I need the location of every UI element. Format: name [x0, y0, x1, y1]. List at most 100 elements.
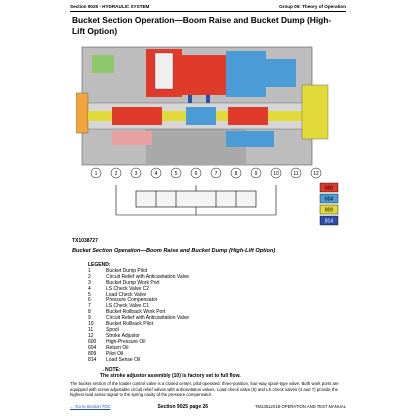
spool-red-land [112, 107, 162, 125]
pilot-chamber [112, 131, 152, 145]
callout-12 [310, 167, 322, 179]
hydraulic-diagram: 1 2 3 4 5 6 7 8 9 10 11 12 600 604 809 8… [76, 46, 339, 226]
note: →NOTE: The stroke adjustor assembly (10)… [100, 367, 241, 379]
callout-5-label: 5 [175, 171, 178, 177]
high-pressure-cavity [182, 55, 234, 95]
callout-8-label: 8 [235, 171, 238, 177]
legend-item-number: 5 [88, 291, 91, 298]
callout-9 [250, 167, 262, 179]
legend-item-label: LS Check Valve C2 [106, 285, 149, 292]
spool-blue-land [186, 107, 216, 125]
key-600-swatch [319, 182, 339, 193]
legend-item-number: 1 [88, 267, 91, 274]
green-port-left [92, 55, 114, 73]
callout-7 [210, 167, 222, 179]
legend-item-label: Spool [106, 326, 119, 333]
callout-1 [90, 167, 102, 179]
right-end-cap [301, 84, 329, 140]
legend-item-label: Load Sense Oil [106, 356, 141, 363]
callout-9-label: 9 [255, 171, 258, 177]
header-rule [70, 11, 346, 12]
page-title: Bucket Section Operation—Boom Raise and … [72, 15, 332, 36]
legend-heading: LEGEND: [88, 262, 111, 268]
key-814-label: 814 [325, 219, 334, 225]
callout-10-label: 10 [273, 171, 279, 177]
legend-item-label: Pilot Oil [106, 350, 124, 357]
legend-item-label: Bucket Rollback Work Port [106, 309, 166, 316]
note-text: The stroke adjustor assembly (10) is fac… [100, 373, 241, 379]
schematic-valve-box [135, 190, 257, 208]
key-809-label: 809 [325, 208, 334, 214]
callout-10 [270, 167, 282, 179]
page-header: Section 9025 - HYDRAULIC SYSTEM Group 05… [70, 4, 346, 9]
callout-2-label: 2 [115, 171, 118, 177]
relief-spring [154, 52, 174, 90]
callout-11-label: 11 [293, 171, 298, 177]
callout-7-label: 7 [215, 171, 218, 177]
page-number: Section 9025 page 26 [157, 404, 209, 410]
callout-11 [290, 167, 302, 179]
legend-item-label: Bucket Dump Pilot [106, 267, 148, 274]
legend-item: 4 LS Check Valve C2 [88, 285, 288, 293]
callout-1-label: 1 [95, 171, 98, 177]
legend-item-label: Circuit Relief with Anticavitation Valve [106, 273, 189, 280]
figure-caption: Bucket Section Operation—Boom Raise and … [72, 248, 276, 254]
spool-red-land-2 [228, 107, 268, 125]
callout-3 [130, 167, 142, 179]
legend-item: 6 Pressure Compensator [88, 298, 288, 304]
toc-link[interactable]: ← Go to Section TOC [70, 404, 111, 409]
legend-item-label: Return Oil [106, 344, 129, 351]
key-604-label: 604 [325, 197, 334, 203]
legend-item-label: Bucket Dump Work Port [106, 279, 160, 286]
return-cavity [226, 51, 266, 97]
legend-item-number: 4 [88, 285, 91, 292]
legend-item-label: Bucket Rollback Pilot [106, 321, 153, 328]
callout-8 [230, 167, 242, 179]
key-814-swatch [319, 215, 339, 226]
callout-2 [110, 167, 122, 179]
key-600-label: 600 [325, 186, 334, 192]
manual-id: TM13512X19-OPERATION AND TEST MANUAL [254, 404, 346, 409]
legend-item: 1 Bucket Dump Pilot [88, 267, 288, 275]
note-label: →NOTE: [100, 367, 121, 373]
figure-id: TX1038727 [72, 238, 98, 244]
callout-4-label: 4 [155, 171, 158, 177]
legend-item-label: LS Check Valve C1 [106, 303, 149, 310]
legend-item-label: Stroke Adjustor [106, 332, 140, 339]
legend-item: 3 Bucket Dump Work Port [88, 279, 288, 287]
legend-item: 809 Pilot Oil [88, 350, 288, 358]
legend-item: 9 Circuit Relief with Anticavitation Valv… [88, 315, 288, 322]
legend-item-number: 7 [88, 303, 91, 310]
callout-3-label: 3 [135, 171, 138, 177]
legend-item-number: 10 [88, 321, 94, 328]
legend-item-number: 814 [88, 356, 97, 363]
key-604-swatch [319, 193, 339, 204]
group-label: Group 05: Theory of Operation [279, 4, 346, 9]
legend-item-number: 3 [88, 279, 91, 286]
legend-item-number: 6 [88, 297, 91, 304]
callout-12-label: 12 [313, 171, 319, 177]
callout-6 [190, 167, 202, 179]
legend-item-number: 11 [88, 326, 94, 333]
legend-item: 5 Load Check Valve [88, 291, 288, 299]
legend-item-label: Pressure Compensator [106, 297, 158, 304]
legend-item-label: Load Check Valve [106, 291, 147, 298]
legend-item: 814 Load Sense Oil [88, 356, 288, 364]
return-cavity-right [266, 59, 296, 87]
legend-item: 7 LS Check Valve C1 [88, 303, 288, 310]
section-label: Section 9025 - HYDRAULIC SYSTEM [70, 4, 150, 9]
key-809-swatch [319, 204, 339, 215]
callout-4 [150, 167, 162, 179]
left-end-cap [76, 92, 89, 134]
lower-return [226, 131, 274, 147]
legend-item-number: 809 [88, 350, 97, 357]
legend-item-number: 9 [88, 315, 91, 322]
legend-item-number: 600 [88, 338, 97, 345]
legend-item-label: Circuit Relief with Anticavitation Valve [106, 315, 189, 322]
